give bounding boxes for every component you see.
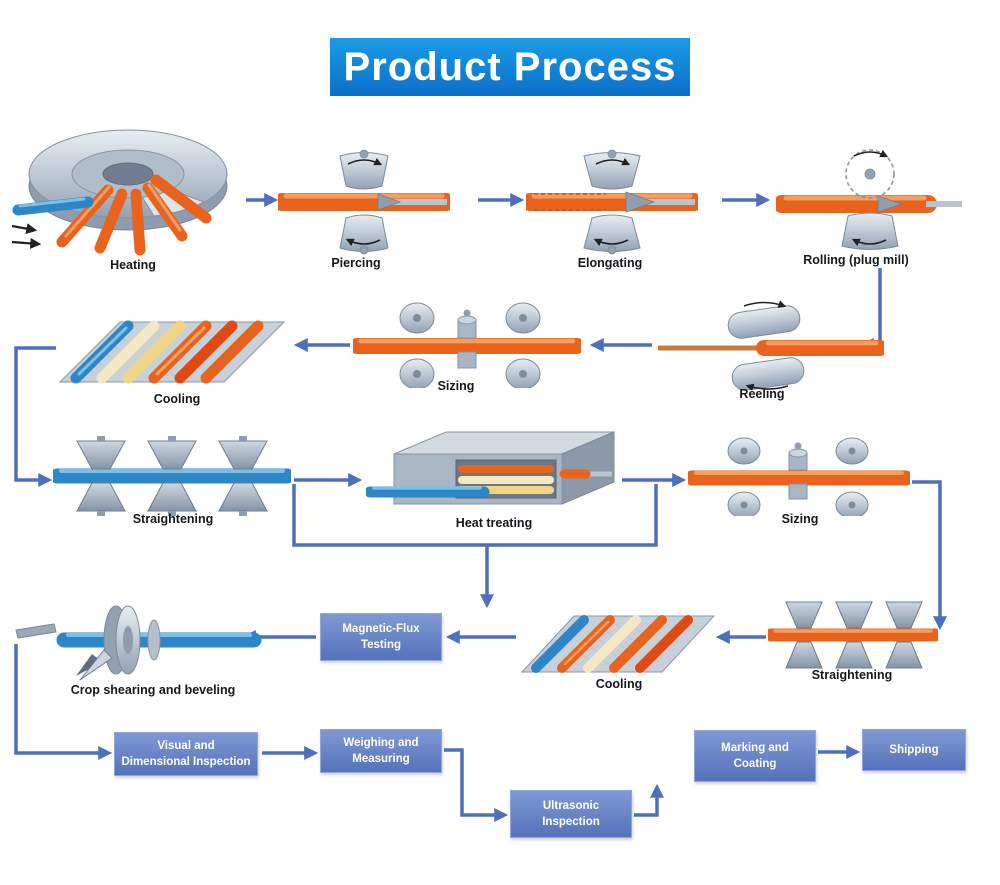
- process-box-shipping: Shipping: [862, 729, 966, 771]
- box-label-line: Dimensional Inspection: [121, 756, 251, 768]
- heat-treating-illustration: [366, 431, 615, 505]
- box-label-line: Magnetic-Flux: [342, 622, 420, 635]
- stage-label-cooling-2: Cooling: [595, 677, 643, 691]
- cooling-illustration-1: [58, 320, 286, 384]
- connector-ultrasonic-to-marking: [634, 783, 664, 817]
- sizing-illustration-2: [688, 437, 910, 516]
- stage-label-reeling: Reeling: [739, 387, 785, 401]
- reeling-illustration: [658, 300, 884, 390]
- straightening-illustration-2: [768, 601, 938, 669]
- stage-label-elongating: Elongating: [577, 256, 643, 270]
- box-label-line: Coating: [733, 758, 777, 770]
- piercing-illustration: [278, 149, 450, 255]
- stage-label-heating: Heating: [110, 258, 156, 272]
- box-label-line: Shipping: [889, 743, 939, 756]
- process-box-weighing-measuring: Weighing and Measuring: [320, 729, 442, 773]
- stage-label-straightening-2: Straightening: [811, 668, 893, 682]
- connector-weighing-to-ultrasonic: [444, 748, 509, 822]
- process-box-magnetic-flux-testing: Magnetic-Flux Testing: [320, 613, 442, 661]
- stage-label-crop-shearing: Crop shearing and beveling: [70, 683, 236, 697]
- box-label-line: Measuring: [352, 753, 410, 765]
- rolling-plug-mill-illustration: [776, 149, 962, 250]
- cooling-illustration-2: [520, 615, 716, 673]
- stage-label-piercing: Piercing: [331, 256, 381, 270]
- heating-illustration: [11, 129, 228, 256]
- title-banner: Product Process: [330, 38, 690, 96]
- box-label-line: Visual and: [157, 739, 215, 752]
- box-label-line: Testing: [360, 639, 402, 651]
- sizing-illustration-1: [353, 302, 581, 388]
- box-label-line: Inspection: [542, 816, 600, 828]
- elongating-illustration: [526, 149, 698, 255]
- stage-label-sizing-1: Sizing: [437, 379, 475, 393]
- stage-label-cooling-1: Cooling: [153, 392, 201, 406]
- process-box-ultrasonic-inspection: Ultrasonic Inspection: [510, 790, 632, 838]
- crop-shearing-illustration: [15, 605, 262, 681]
- straightening-illustration-1: [53, 436, 291, 516]
- stage-label-sizing-2: Sizing: [781, 512, 819, 526]
- stage-label-rolling: Rolling (plug mill): [803, 253, 909, 267]
- box-label-line: Ultrasonic: [542, 799, 600, 812]
- box-label-line: Marking and: [721, 741, 789, 754]
- stage-label-heat-treating: Heat treating: [455, 516, 533, 530]
- process-box-visual-inspection: Visual and Dimensional Inspection: [114, 732, 258, 776]
- stage-label-straightening-1: Straightening: [132, 512, 214, 526]
- connector-cooling-to-straightening: [14, 346, 56, 487]
- page-title: Product Process: [343, 44, 677, 89]
- process-box-marking-coating: Marking and Coating: [694, 730, 816, 782]
- box-label-line: Weighing and: [343, 736, 419, 749]
